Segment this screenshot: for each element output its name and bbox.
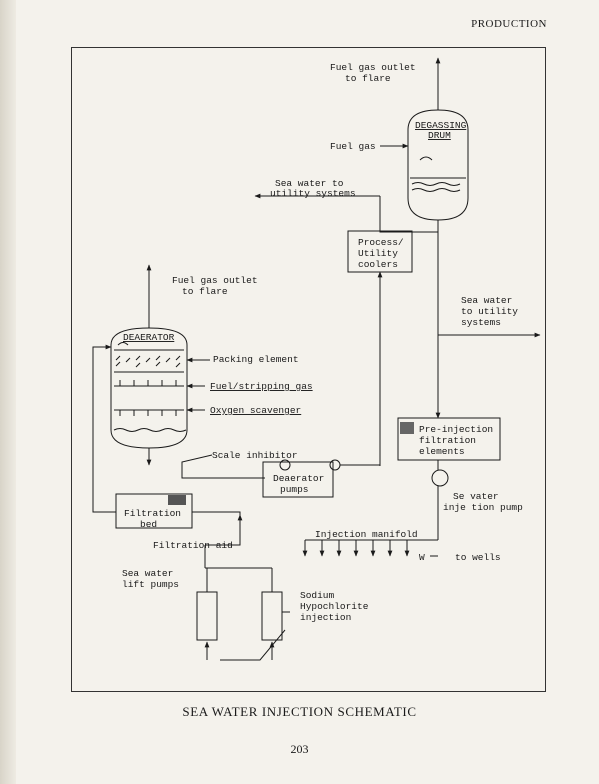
sea-water-utility-right-label-1: Sea water bbox=[461, 295, 512, 306]
fuel-gas-outlet-top-label-1: Fuel gas outlet bbox=[330, 62, 416, 73]
filtration-bed-label-2: bed bbox=[140, 519, 157, 530]
binder-edge bbox=[0, 0, 16, 784]
fuel-gas-outlet-left-label-1: Fuel gas outlet bbox=[172, 275, 258, 286]
sea-water-utility-left-label-2: utility systems bbox=[270, 188, 356, 199]
lift-pump-left bbox=[196, 568, 218, 660]
fuel-gas-outlet-left-label-2: to flare bbox=[182, 286, 228, 297]
deaerator-vessel bbox=[110, 327, 188, 449]
w-label: W bbox=[419, 552, 425, 563]
diagram-frame bbox=[71, 47, 546, 692]
degassing-drum-label-1: DEGASSING bbox=[415, 120, 467, 131]
sodium-label-1: Sodium bbox=[300, 590, 335, 601]
degassing-drum bbox=[407, 109, 469, 221]
fuel-gas-outlet-top-label-2: to flare bbox=[345, 73, 391, 84]
figure-caption: SEA WATER INJECTION SCHEMATIC bbox=[182, 704, 417, 719]
pre-injection-box bbox=[397, 417, 501, 461]
pre-injection-label-2: filtration bbox=[419, 435, 476, 446]
injection-manifold-label: Injection manifold bbox=[315, 529, 418, 540]
filtration-aid-label: Filtration aid bbox=[153, 540, 233, 551]
filtration-bed-box bbox=[115, 493, 193, 529]
pre-injection-label-1: Pre-injection bbox=[419, 424, 493, 435]
pre-injection-label-3: elements bbox=[419, 446, 465, 457]
sodium-label-3: injection bbox=[300, 612, 351, 623]
process-coolers-label-3: coolers bbox=[358, 259, 398, 270]
injection-pump bbox=[431, 469, 449, 487]
lift-pumps-label-1: Sea water bbox=[122, 568, 173, 579]
deaerator-pumps-label-2: pumps bbox=[280, 484, 309, 495]
sea-water-utility-right-label-2: to utility bbox=[461, 306, 518, 317]
deaerator-pumps-box bbox=[262, 461, 334, 498]
deaerator-label: DEAERATOR bbox=[123, 332, 175, 343]
sea-water-utility-left-label-1: Sea water to bbox=[275, 178, 344, 189]
filtration-bed-to-deaerator bbox=[92, 344, 116, 513]
oxygen-scavenger-label: Oxygen scavenger bbox=[210, 405, 301, 416]
fuel-gas-label: Fuel gas bbox=[330, 141, 376, 152]
filtration-bed-label-1: Filtration bbox=[124, 508, 181, 519]
injection-pump-label-2: inje tion pump bbox=[443, 502, 523, 513]
to-wells-label: to wells bbox=[455, 552, 501, 563]
degassing-drum-label-2: DRUM bbox=[428, 130, 451, 141]
section-header: PRODUCTION bbox=[471, 18, 547, 30]
injection-pump-label-1: Se vater bbox=[453, 491, 499, 502]
drum-to-coolers-line bbox=[379, 220, 439, 233]
sodium-label-2: Hypochlorite bbox=[300, 601, 369, 612]
scale-inhibitor-label: Scale inhibitor bbox=[212, 450, 298, 461]
packing-element-label: Packing element bbox=[213, 354, 299, 365]
process-coolers-label-2: Utility bbox=[358, 248, 398, 259]
fuel-stripping-gas-label: Fuel/stripping gas bbox=[210, 381, 313, 392]
sea-water-utility-right-label-3: systems bbox=[461, 317, 501, 328]
process-coolers-label-1: Process/ bbox=[358, 237, 404, 248]
lift-pumps-label-2: lift pumps bbox=[122, 579, 179, 590]
page-number: 203 bbox=[290, 742, 309, 756]
deaerator-pumps-label-1: Deaerator bbox=[273, 473, 324, 484]
injection-manifold-ticks bbox=[302, 540, 410, 557]
